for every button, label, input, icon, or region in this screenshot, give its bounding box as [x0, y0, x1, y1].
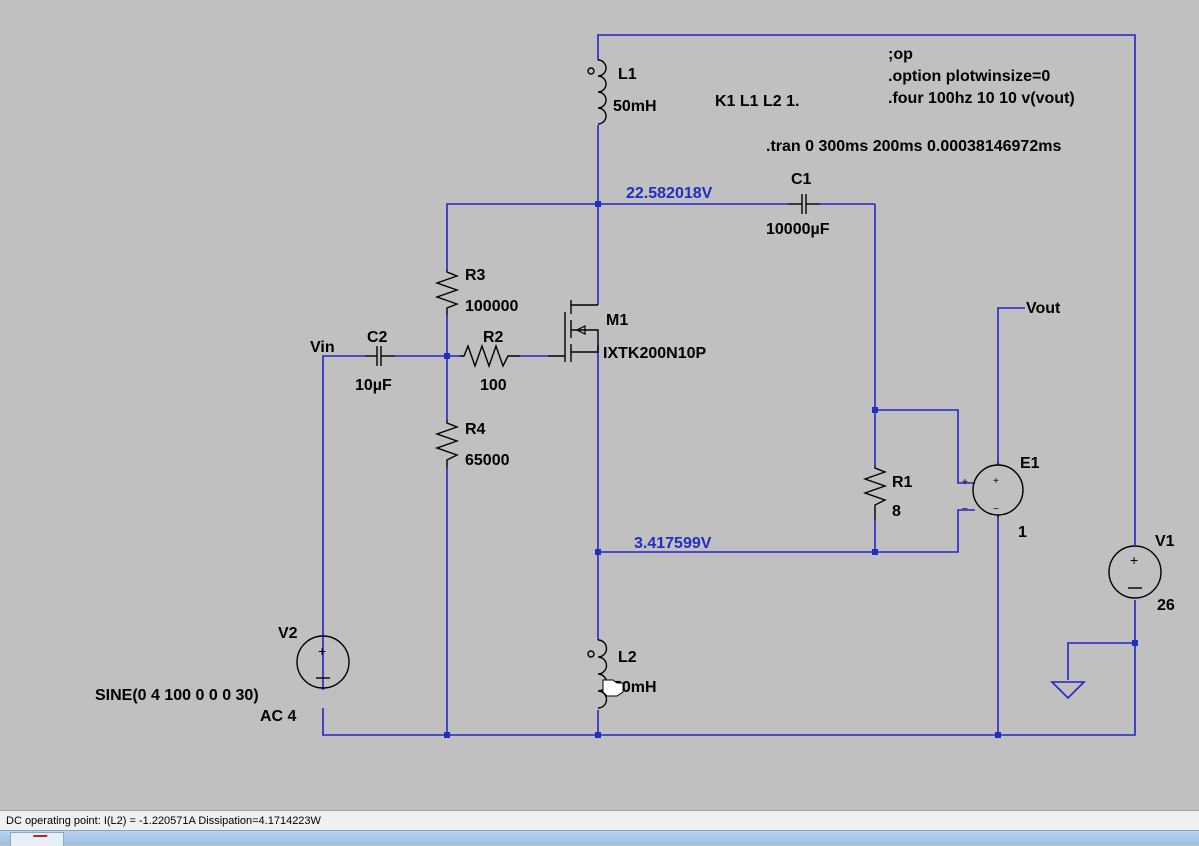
l1-name: L1 [618, 66, 637, 83]
voltage-source-v1[interactable]: + [1108, 545, 1162, 599]
r4-value: 65000 [465, 452, 510, 469]
directive-four[interactable]: .four 100hz 10 10 v(vout) [888, 90, 1075, 107]
svg-text:+: + [962, 477, 968, 488]
c1-name: C1 [791, 171, 812, 188]
m1-name: M1 [606, 312, 628, 329]
schematic-canvas[interactable]: + − + − + + L1 50mH L2 50mH K1 L1 L2 1. … [0, 0, 1199, 810]
m1-value: IXTK200N10P [603, 345, 706, 362]
taskbar [0, 830, 1199, 846]
v1-value: 26 [1157, 597, 1175, 614]
status-text: DC operating point: I(L2) = -1.220571A D… [6, 815, 321, 827]
r2-name: R2 [483, 329, 504, 346]
wires [322, 34, 1136, 736]
v2-value-line1: SINE(0 4 100 0 0 0 30) [95, 687, 259, 704]
e1-value: 1 [1018, 524, 1027, 541]
inductor-l2[interactable] [587, 639, 608, 709]
r3-value: 100000 [465, 298, 518, 315]
r3-name: R3 [465, 267, 486, 284]
capacitor-c1[interactable] [788, 194, 820, 214]
r2-value: 100 [480, 377, 507, 394]
svg-text:−: − [993, 504, 999, 515]
voltage-label-top: 22.582018V [626, 185, 713, 202]
ltspice-icon[interactable] [10, 832, 64, 846]
resistor-r3[interactable] [434, 270, 460, 315]
inductor-l1[interactable] [587, 59, 607, 125]
c2-name: C2 [367, 329, 388, 346]
l2-value: 50mH [613, 679, 657, 696]
v2-value-line2: AC 4 [260, 708, 297, 725]
c2-value: 10µF [355, 377, 392, 394]
svg-text:+: + [318, 643, 326, 659]
svg-text:−: − [962, 504, 968, 515]
status-bar: DC operating point: I(L2) = -1.220571A D… [0, 810, 1199, 831]
svg-text:+: + [993, 476, 999, 487]
directive-option[interactable]: .option plotwinsize=0 [888, 68, 1050, 85]
capacitor-c2[interactable] [365, 346, 395, 366]
v1-name: V1 [1155, 533, 1175, 550]
resistor-r1[interactable] [862, 465, 888, 520]
net-label-vout[interactable]: Vout [1026, 300, 1061, 317]
net-label-vin[interactable]: Vin [310, 339, 335, 356]
resistor-r2[interactable] [460, 343, 520, 369]
vcvs-e1[interactable]: + − + − [962, 462, 1024, 518]
directive-tran[interactable]: .tran 0 300ms 200ms 0.00038146972ms [766, 138, 1061, 155]
l1-value: 50mH [613, 98, 657, 115]
svg-text:+: + [1130, 552, 1138, 568]
junction-nodes [444, 201, 1138, 738]
v2-name: V2 [278, 625, 298, 642]
hand-cursor-icon [602, 679, 624, 697]
directive-op[interactable]: ;op [888, 46, 913, 63]
r4-name: R4 [465, 421, 486, 438]
r1-name: R1 [892, 474, 913, 491]
r1-value: 8 [892, 503, 901, 520]
voltage-label-source: 3.417599V [634, 535, 712, 552]
mosfet-m1[interactable] [548, 300, 599, 362]
resistor-r4[interactable] [434, 420, 460, 468]
e1-name: E1 [1020, 455, 1040, 472]
c1-value: 10000µF [766, 221, 830, 238]
voltage-source-v2[interactable]: + [296, 635, 350, 689]
l2-name: L2 [618, 649, 637, 666]
coupling-k1[interactable]: K1 L1 L2 1. [715, 93, 799, 110]
